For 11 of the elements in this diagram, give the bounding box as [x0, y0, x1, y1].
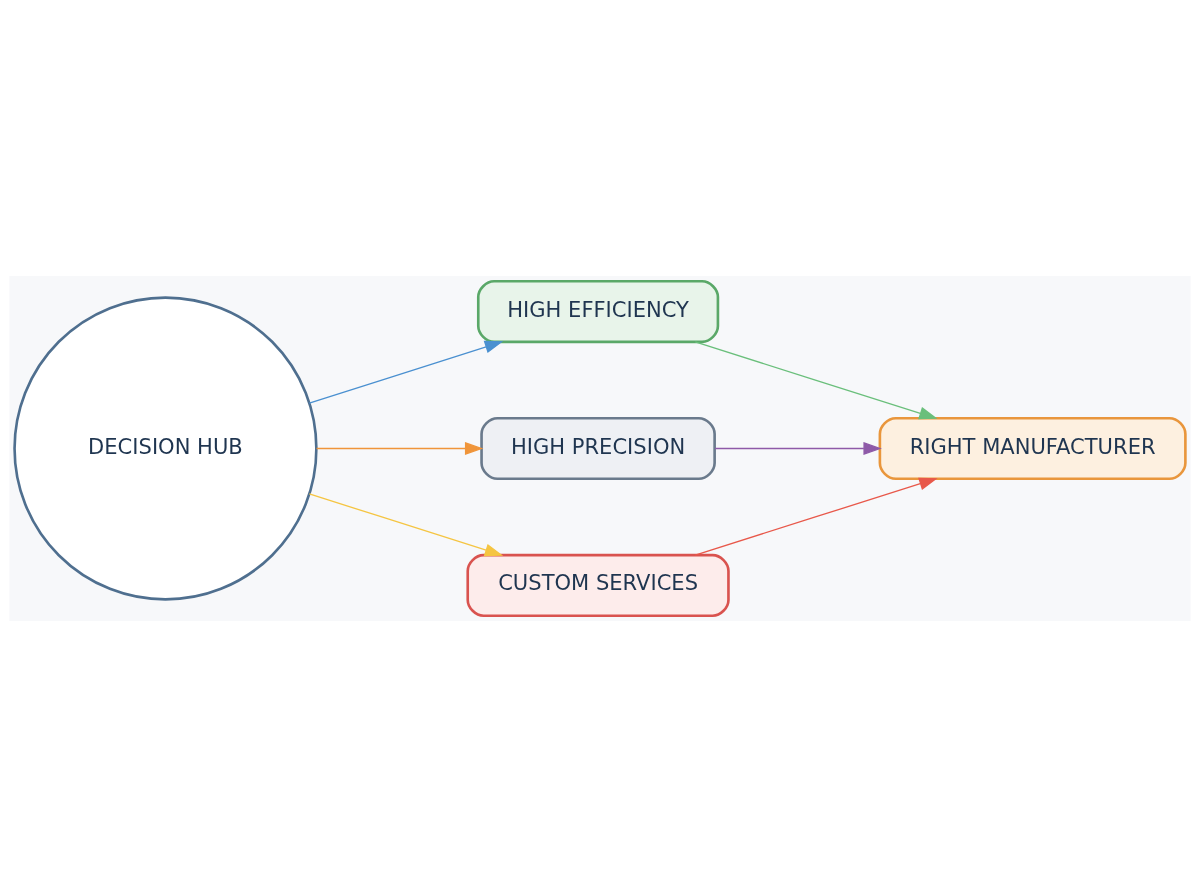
node-box: RIGHT MANUFACTURER [878, 416, 1187, 480]
node-circle: DECISION HUB [13, 295, 318, 601]
arrow [694, 477, 938, 556]
arrow [694, 340, 938, 419]
node-box: CUSTOM SERVICES [466, 553, 730, 617]
node-box: HIGH PRECISION [480, 416, 716, 480]
arrow [714, 441, 882, 455]
node-box: HIGH EFFICIENCY [476, 279, 720, 343]
arrow [308, 340, 504, 404]
arrow [315, 441, 484, 455]
arrow [308, 492, 504, 556]
